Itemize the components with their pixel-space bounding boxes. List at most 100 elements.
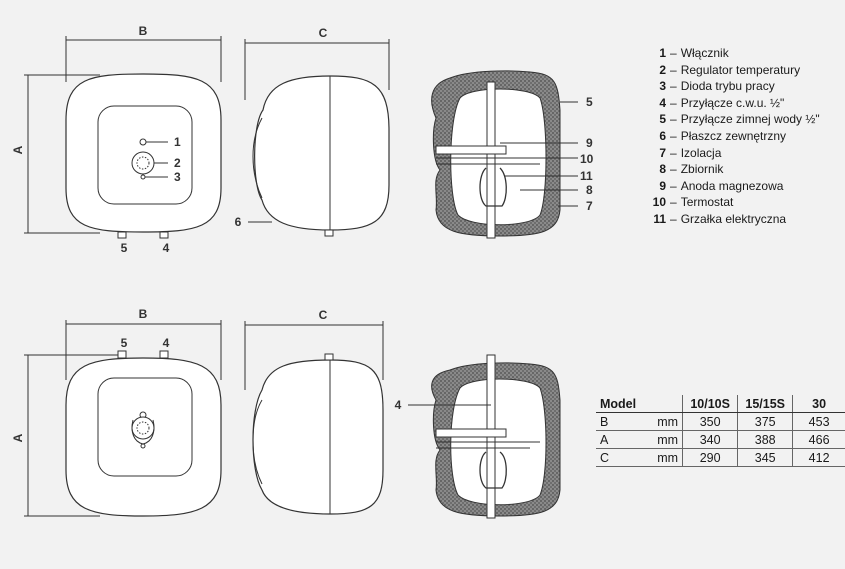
section-view-bottom (408, 354, 561, 519)
row-value: 412 (792, 448, 845, 467)
dim-label-c-bottom: C (319, 308, 328, 322)
table-header-row: Model 10/10S 15/15S 30 (596, 395, 845, 413)
legend-separator: – (670, 145, 677, 160)
section-view-top (431, 70, 578, 239)
legend-number: 4 (659, 95, 666, 110)
heating-element (479, 167, 507, 207)
row-value: 388 (737, 430, 794, 449)
legend-item: 1–Włącznik (652, 45, 820, 62)
legend-item: 5–Przyłącze zimnej wody ½" (652, 111, 820, 128)
legend-number: 11 (653, 211, 666, 226)
legend-text: Przyłącze c.w.u. ½" (680, 95, 785, 110)
side-view-top (244, 39, 390, 237)
legend-number: 6 (659, 128, 666, 143)
legend-item: 2–Regulator temperatury (652, 62, 820, 79)
legend-separator: – (670, 195, 677, 210)
connector-5-top (117, 231, 127, 239)
legend-number: 3 (659, 79, 666, 94)
anode-rod (486, 81, 496, 239)
legend-separator: – (670, 112, 677, 127)
dim-label-b-top: B (139, 24, 148, 38)
table-row: A mm 340 388 466 (596, 430, 845, 449)
callout-4-top-front: 4 (163, 241, 170, 255)
legend-separator: – (670, 178, 677, 193)
front-view-top (24, 36, 222, 239)
callout-2: 2 (174, 156, 181, 170)
legend-number: 5 (659, 112, 666, 127)
legend-separator: – (670, 95, 677, 110)
legend-text: Przyłącze zimnej wody ½" (680, 112, 820, 127)
row-label: C (596, 448, 651, 467)
legend-text: Anoda magnezowa (680, 178, 784, 193)
table-row: C mm 290 345 412 (596, 448, 845, 467)
dimensions-table: Model 10/10S 15/15S 30 B mm 350 375 453 … (596, 395, 845, 467)
callout-5-bottom-front: 5 (121, 336, 128, 350)
callout-5-top-front: 5 (121, 241, 128, 255)
legend-separator: – (670, 162, 677, 177)
tank-inner (450, 88, 547, 226)
legend-text: Termostat (680, 195, 734, 210)
legend-number: 2 (659, 62, 666, 77)
callout-9: 9 (586, 136, 593, 150)
row-value: 350 (682, 412, 739, 431)
dim-label-c-top: C (319, 26, 328, 40)
callout-6: 6 (235, 215, 242, 229)
header-model: Model (596, 395, 651, 413)
row-value: 340 (682, 430, 739, 449)
legend-item: 6–Płaszcz zewnętrzny (652, 128, 820, 145)
connector-5-bottom (117, 350, 127, 359)
legend-number: 1 (659, 46, 666, 60)
row-unit: mm (650, 412, 684, 431)
dim-label-b-bottom: B (139, 307, 148, 321)
callout-4-bottom-front: 4 (163, 336, 170, 350)
legend-separator: – (670, 211, 677, 226)
legend-text: Płaszcz zewnętrzny (680, 128, 787, 143)
row-label: B (596, 412, 651, 431)
legend-item: 8–Zbiornik (652, 161, 820, 178)
row-value: 466 (792, 430, 845, 449)
legend-text: Zbiornik (680, 162, 724, 177)
connector-4-bottom (159, 350, 169, 359)
header-col1: 10/10S (682, 395, 739, 413)
legend-number: 9 (659, 178, 666, 193)
connector-4-top (159, 231, 169, 239)
row-value: 345 (737, 448, 794, 467)
row-label: A (596, 430, 651, 449)
legend-item: 7–Izolacja (652, 145, 820, 162)
table-row: B mm 350 375 453 (596, 412, 845, 431)
front-view-bottom (24, 320, 222, 517)
callout-3: 3 (174, 170, 181, 184)
legend: 1–Włącznik 2–Regulator temperatury 3–Dio… (652, 45, 820, 228)
legend-text: Regulator temperatury (680, 62, 801, 77)
legend-text: Włącznik (680, 46, 729, 60)
callout-10: 10 (580, 152, 594, 166)
legend-text: Izolacja (680, 145, 722, 160)
header-unit (650, 395, 684, 413)
side-housing (254, 75, 390, 231)
callout-11: 11 (580, 169, 593, 183)
callout-5-section: 5 (586, 95, 593, 109)
callout-1: 1 (174, 135, 181, 149)
side-housing-bottom (252, 359, 384, 515)
legend-number: 7 (659, 145, 666, 160)
legend-item: 10–Termostat (652, 194, 820, 211)
legend-separator: – (670, 79, 677, 94)
legend-separator: – (670, 128, 677, 143)
legend-separator: – (670, 46, 677, 60)
legend-text: Dioda trybu pracy (680, 79, 775, 94)
legend-number: 10 (652, 195, 666, 210)
legend-item: 3–Dioda trybu pracy (652, 78, 820, 95)
header-col3: 30 (792, 395, 845, 413)
dim-label-a-bottom: A (11, 433, 25, 442)
dim-label-a-top: A (11, 145, 25, 154)
callout-7: 7 (586, 199, 593, 213)
callout-8: 8 (586, 183, 593, 197)
legend-text: Grzałka elektryczna (680, 211, 787, 226)
temperature-knob (131, 151, 155, 175)
legend-item: 9–Anoda magnezowa (652, 178, 820, 195)
legend-item: 11–Grzałka elektryczna (652, 211, 820, 228)
callout-4-section: 4 (395, 398, 402, 412)
row-value: 290 (682, 448, 739, 467)
legend-item: 4–Przyłącze c.w.u. ½" (652, 95, 820, 112)
